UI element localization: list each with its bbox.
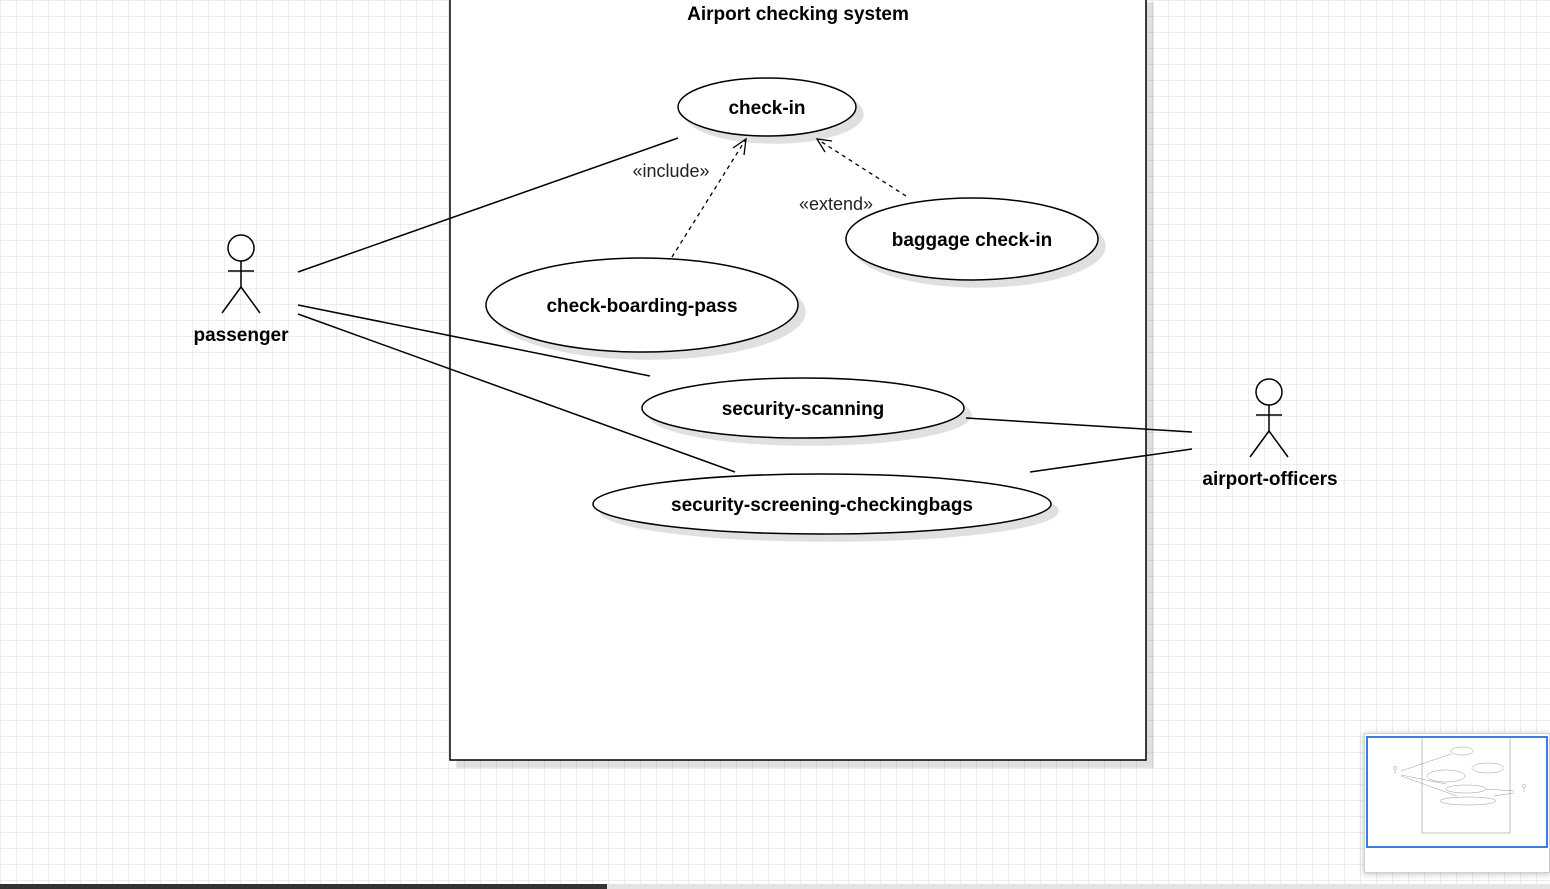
actor-label: airport-officers bbox=[1202, 469, 1337, 490]
stick-figure-icon bbox=[1249, 378, 1289, 458]
use-case-label: baggage check-in bbox=[892, 230, 1053, 251]
actor-airport-officers[interactable]: airport-officers bbox=[1202, 378, 1338, 490]
actor-label: passenger bbox=[193, 325, 289, 346]
extend-dependency[interactable] bbox=[815, 138, 907, 197]
association-passenger-check-in[interactable] bbox=[297, 137, 679, 273]
use-case-label: security-screening-checkingbags bbox=[671, 495, 973, 516]
use-case-label: check-in bbox=[728, 98, 805, 119]
use-case-label: check-boarding-pass bbox=[546, 296, 737, 317]
association-passenger-security-scanning[interactable] bbox=[297, 304, 651, 377]
horizontal-scrollbar-track[interactable] bbox=[0, 884, 1550, 889]
minimap-viewport-handle[interactable] bbox=[1366, 736, 1548, 848]
association-officers-security-scanning[interactable] bbox=[965, 417, 1193, 433]
use-case-baggage-check-in[interactable]: baggage check-in bbox=[845, 197, 1099, 281]
stick-figure-icon bbox=[221, 234, 261, 314]
use-case-check-in[interactable]: check-in bbox=[677, 77, 857, 137]
use-case-security-screening-checkingbags[interactable]: security-screening-checkingbags bbox=[592, 473, 1052, 535]
minimap-preview bbox=[1393, 736, 1526, 834]
horizontal-scrollbar-thumb[interactable] bbox=[0, 884, 607, 889]
open-arrowhead-icon bbox=[815, 138, 833, 153]
use-case-check-boarding-pass[interactable]: check-boarding-pass bbox=[485, 257, 799, 353]
association-passenger-security-screening[interactable] bbox=[297, 313, 736, 473]
use-case-security-scanning[interactable]: security-scanning bbox=[641, 377, 965, 439]
association-officers-security-screening[interactable] bbox=[1029, 448, 1193, 473]
include-label: «include» bbox=[632, 161, 709, 181]
actor-passenger[interactable]: passenger bbox=[193, 234, 289, 346]
extend-label: «extend» bbox=[799, 194, 873, 214]
outline-minimap[interactable] bbox=[1364, 733, 1550, 873]
open-arrowhead-icon bbox=[732, 137, 747, 156]
system-title[interactable]: Airport checking system bbox=[687, 4, 909, 25]
use-case-label: security-scanning bbox=[722, 399, 885, 420]
include-dependency[interactable] bbox=[671, 137, 747, 258]
